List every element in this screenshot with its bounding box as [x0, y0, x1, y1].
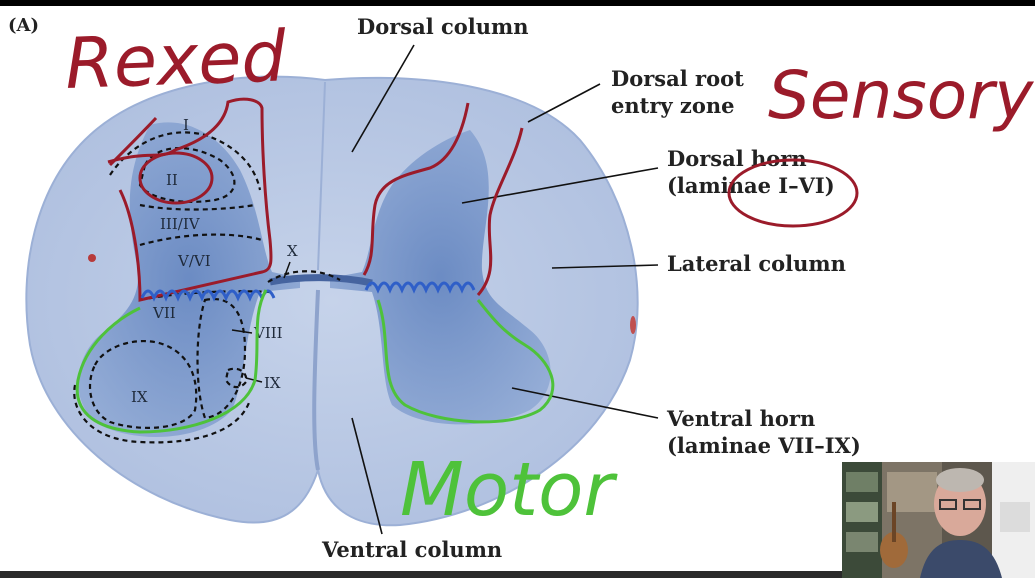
motor-annotation: Motor: [400, 447, 618, 533]
handwritten-annotations: Rexed Sensory Motor: [64, 15, 1034, 533]
rexed-annotation: Rexed: [64, 15, 288, 105]
sensory-annotation: Sensory: [768, 57, 1034, 134]
right-dorsal-horn-red-outline: [362, 102, 524, 296]
dorsal-root-label-line1: Dorsal root: [611, 66, 744, 91]
bottom-bar: [0, 571, 842, 578]
top-bar: [0, 0, 1035, 6]
lamina-VIII-label: VIII: [253, 324, 283, 342]
spinal-cord-section: [25, 75, 639, 527]
panel-label: (A): [8, 15, 39, 36]
lamina-VII-label: VII: [152, 304, 176, 322]
webcam-overlay: [842, 462, 1035, 578]
right-ventral-horn-green-outline: [376, 299, 555, 424]
lamina-III-IV-label: III/IV: [160, 215, 201, 233]
webcam-video: [842, 462, 1035, 578]
lamina-IX-outer-label: IX: [264, 374, 281, 392]
dorsal-horn-label-line2: (laminae I–VI): [667, 173, 835, 198]
ventral-horn-label-line2: (laminae VII–IX): [667, 433, 861, 458]
vessel-dot: [88, 254, 96, 262]
lamina-IX-label: IX: [131, 388, 148, 406]
red-circle-annotation: [727, 158, 859, 228]
ventral-horn-label-line1: Ventral horn: [666, 406, 815, 431]
dorsal-root-label-line2: entry zone: [611, 93, 734, 118]
left-blue-wavy-line: [140, 289, 276, 302]
ventral-column-label: Ventral column: [321, 537, 502, 562]
left-dorsal-horn-red-outline: [107, 97, 273, 302]
lamina-I-label: I: [183, 116, 189, 134]
lamina-II-outline: [138, 147, 236, 203]
ventral-median-fissure: [312, 289, 320, 471]
dorsal-column-label: Dorsal column: [357, 14, 529, 39]
dorsal-median-septum: [317, 81, 326, 271]
lateral-column-label: Lateral column: [667, 251, 846, 276]
lamina-II-label: II: [166, 171, 178, 189]
lamina-III-IV-outline: [139, 203, 256, 211]
lamina-II-red-circle: [138, 151, 214, 205]
lamina-V-VI-outline: [139, 233, 263, 247]
lamina-V-VI-label: V/VI: [177, 252, 211, 270]
lamina-IX-small-outline: [224, 367, 248, 389]
red-bracket-line: [108, 116, 158, 167]
lamina-X-label: X: [287, 242, 298, 260]
lamina-VIII-outline: [196, 298, 247, 420]
left-gray-matter: [78, 122, 301, 437]
central-commissure: [269, 274, 373, 287]
lamina-labels: I II III/IV V/VI X VII VIII IX IX: [131, 116, 298, 406]
lamina-IX-outline: [88, 340, 198, 429]
left-ventral-horn-green-outline: [75, 289, 268, 434]
dorsal-horn-label-line1: Dorsal horn: [667, 146, 807, 171]
right-blue-wavy-line: [364, 281, 476, 294]
lamina-X-outline: [267, 270, 341, 283]
vessel-dot: [630, 316, 636, 334]
callouts: Dorsal column Dorsal root entry zone Dor…: [321, 14, 861, 562]
